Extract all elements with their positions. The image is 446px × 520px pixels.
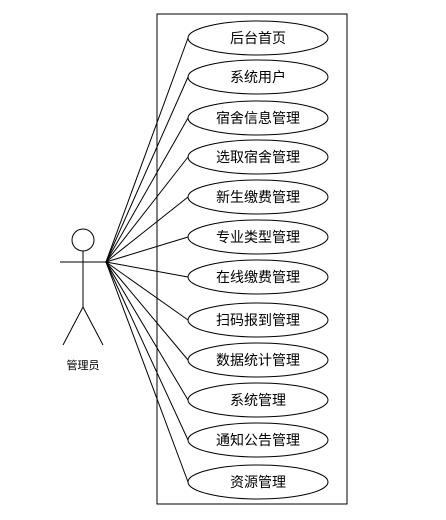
use-case: 选取宿舍管理 [187, 139, 329, 175]
actor-left-leg [62, 306, 84, 346]
use-case-label: 数据统计管理 [216, 353, 300, 369]
use-case-ellipse [187, 422, 329, 458]
use-case-label: 选取宿舍管理 [216, 149, 300, 166]
use-case-label: 宿舍信息管理 [216, 110, 300, 127]
association-line [105, 261, 189, 483]
actor-label: 管理员 [67, 358, 100, 372]
use-case-ellipse [187, 139, 329, 175]
use-case: 宿舍信息管理 [187, 100, 329, 136]
association-line [105, 156, 189, 263]
use-case: 在线缴费管理 [187, 259, 329, 295]
use-case-ellipse [187, 179, 329, 215]
system-boundary [156, 13, 348, 505]
use-case-label: 扫码报到管理 [216, 313, 300, 329]
use-case: 扫码报到管理 [187, 302, 329, 338]
association-line [105, 261, 189, 441]
association-line [105, 261, 189, 321]
use-case: 系统管理 [187, 382, 329, 418]
actor-head [71, 228, 95, 252]
use-case-ellipse [187, 382, 329, 418]
use-case: 通知公告管理 [187, 422, 329, 458]
use-case: 新生缴费管理 [187, 179, 329, 215]
use-case-ellipse [187, 100, 329, 136]
association-line [105, 117, 189, 263]
association-line [105, 261, 189, 401]
use-case: 专业类型管理 [187, 219, 329, 255]
actor-figure: 管理员 [60, 228, 106, 372]
use-case: 后台首页 [187, 20, 329, 56]
use-case-ellipse [187, 302, 329, 338]
use-case-ellipse [187, 219, 329, 255]
association-lines [105, 37, 189, 483]
actor-right-leg [82, 306, 104, 346]
use-case-label: 在线缴费管理 [216, 270, 300, 286]
use-case-label: 专业类型管理 [216, 230, 300, 246]
use-cases: 后台首页系统用户宿舍信息管理选取宿舍管理新生缴费管理专业类型管理在线缴费管理扫码… [187, 20, 329, 500]
use-case-ellipse [187, 342, 329, 378]
use-case-ellipse [187, 259, 329, 295]
use-case-label: 通知公告管理 [216, 432, 300, 449]
use-case-ellipse [187, 20, 329, 56]
use-case-label: 系统管理 [230, 393, 286, 409]
association-line [105, 196, 189, 263]
use-case: 系统用户 [187, 59, 329, 95]
association-line [105, 76, 189, 263]
use-case: 资源管理 [187, 464, 329, 500]
association-line [105, 261, 189, 278]
use-case-label: 资源管理 [230, 475, 286, 491]
use-case-label: 系统用户 [230, 69, 286, 86]
association-line [105, 37, 189, 263]
association-line [105, 236, 189, 263]
use-case: 数据统计管理 [187, 342, 329, 378]
use-case-ellipse [187, 464, 329, 500]
association-line [105, 261, 189, 361]
use-case-label: 新生缴费管理 [216, 190, 300, 206]
use-case-label: 后台首页 [230, 31, 286, 47]
use-case-ellipse [187, 59, 329, 95]
